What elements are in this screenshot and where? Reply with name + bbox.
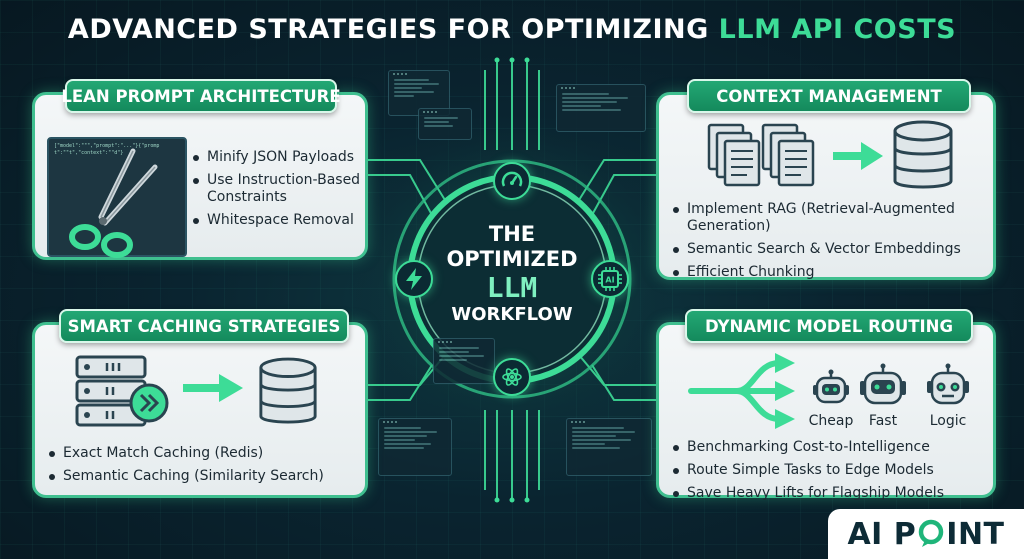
code-snippet-decoration: [556, 84, 646, 132]
title-accent: LLM API COSTS: [718, 14, 957, 45]
panel-smart-caching: SMART CACHING STRATEGIES Exact Match Cac…: [32, 309, 368, 498]
server-icon: [75, 355, 169, 427]
code-snippet-decoration: [433, 338, 495, 384]
list-item: Efficient Chunking: [673, 264, 993, 281]
list-item: Exact Match Caching (Redis): [49, 445, 365, 462]
page-title: ADVANCED STRATEGIES FOR OPTIMIZING LLM A…: [0, 14, 1024, 45]
code-snippet-decoration: [378, 418, 452, 476]
ai-chip-icon: AI: [591, 260, 629, 298]
list-item: Whitespace Removal: [193, 212, 363, 229]
routing-arrows-icon: [688, 353, 795, 429]
panel-model-routing: DYNAMIC MODEL ROUTING Che: [656, 309, 996, 501]
panel-lean-prompt: LEAN PROMPT ARCHITECTURE ["model":""","p…: [32, 79, 368, 260]
panel-header-lean-prompt: LEAN PROMPT ARCHITECTURE: [61, 79, 341, 113]
code-snippet-decoration: [418, 108, 472, 140]
panel-header-context: CONTEXT MANAGEMENT: [687, 79, 971, 113]
list-item: Implement RAG (Retrieval-Augmented Gener…: [673, 201, 993, 235]
list-item: Use Instruction-Based Constraints: [193, 172, 363, 206]
robot-fast-icon: [860, 363, 906, 405]
panel-header-routing: DYNAMIC MODEL ROUTING: [685, 309, 973, 343]
list-item: Benchmarking Cost-to-Intelligence: [673, 439, 993, 456]
panel-context-management: CONTEXT MANAGEMENT Implement RAG (Retrie…: [656, 79, 996, 280]
robot-label-cheap: Cheap: [808, 413, 854, 429]
caching-list: Exact Match Caching (Redis) Semantic Cac…: [49, 445, 365, 491]
gauge-icon: [493, 162, 531, 200]
code-text: ["model":""","prompt":"..."}{"prompt":""…: [54, 143, 160, 156]
panel-header-caching: SMART CACHING STRATEGIES: [59, 309, 349, 343]
ai-point-logo: AI P INT: [828, 509, 1024, 559]
center-line-1: THE: [488, 222, 536, 246]
center-hub: THE OPTIMIZED LLM WORKFLOW: [412, 222, 612, 326]
list-item: Semantic Search & Vector Embeddings: [673, 241, 993, 258]
speech-bubble-o-icon: [919, 519, 944, 547]
lightning-icon: [395, 260, 433, 298]
scissors-icon: [69, 148, 158, 258]
title-main: ADVANCED STRATEGIES FOR OPTIMIZING: [67, 14, 709, 45]
logo-text-b: INT: [946, 516, 1005, 552]
recycle-atom-icon: [493, 358, 531, 396]
lean-prompt-list: Minify JSON Payloads Use Instruction-Bas…: [193, 149, 363, 235]
center-line-4: WORKFLOW: [451, 304, 573, 325]
list-item: Save Heavy Lifts for Flagship Models: [673, 485, 993, 502]
database-icon: [893, 120, 953, 189]
list-item: Semantic Caching (Similarity Search): [49, 468, 365, 485]
center-line-3: LLM: [486, 271, 538, 304]
list-item: Minify JSON Payloads: [193, 149, 363, 166]
context-list: Implement RAG (Retrieval-Augmented Gener…: [673, 201, 993, 287]
logo-text-a: AI P: [847, 516, 917, 552]
documents-icon: [707, 123, 815, 187]
routing-list: Benchmarking Cost-to-Intelligence Route …: [673, 439, 993, 508]
center-line-2: OPTIMIZED: [446, 247, 578, 271]
code-snippet-decoration: [566, 418, 652, 476]
robot-logic-icon: [927, 363, 969, 405]
arrow-right-icon: [833, 142, 883, 170]
ai-chip-label: AI: [605, 276, 614, 285]
robot-label-logic: Logic: [929, 413, 967, 429]
arrow-right-icon: [183, 374, 243, 402]
database-icon: [259, 357, 317, 424]
robot-label-fast: Fast: [868, 413, 898, 429]
list-item: Route Simple Tasks to Edge Models: [673, 462, 993, 479]
robot-cheap-icon: [813, 369, 849, 404]
